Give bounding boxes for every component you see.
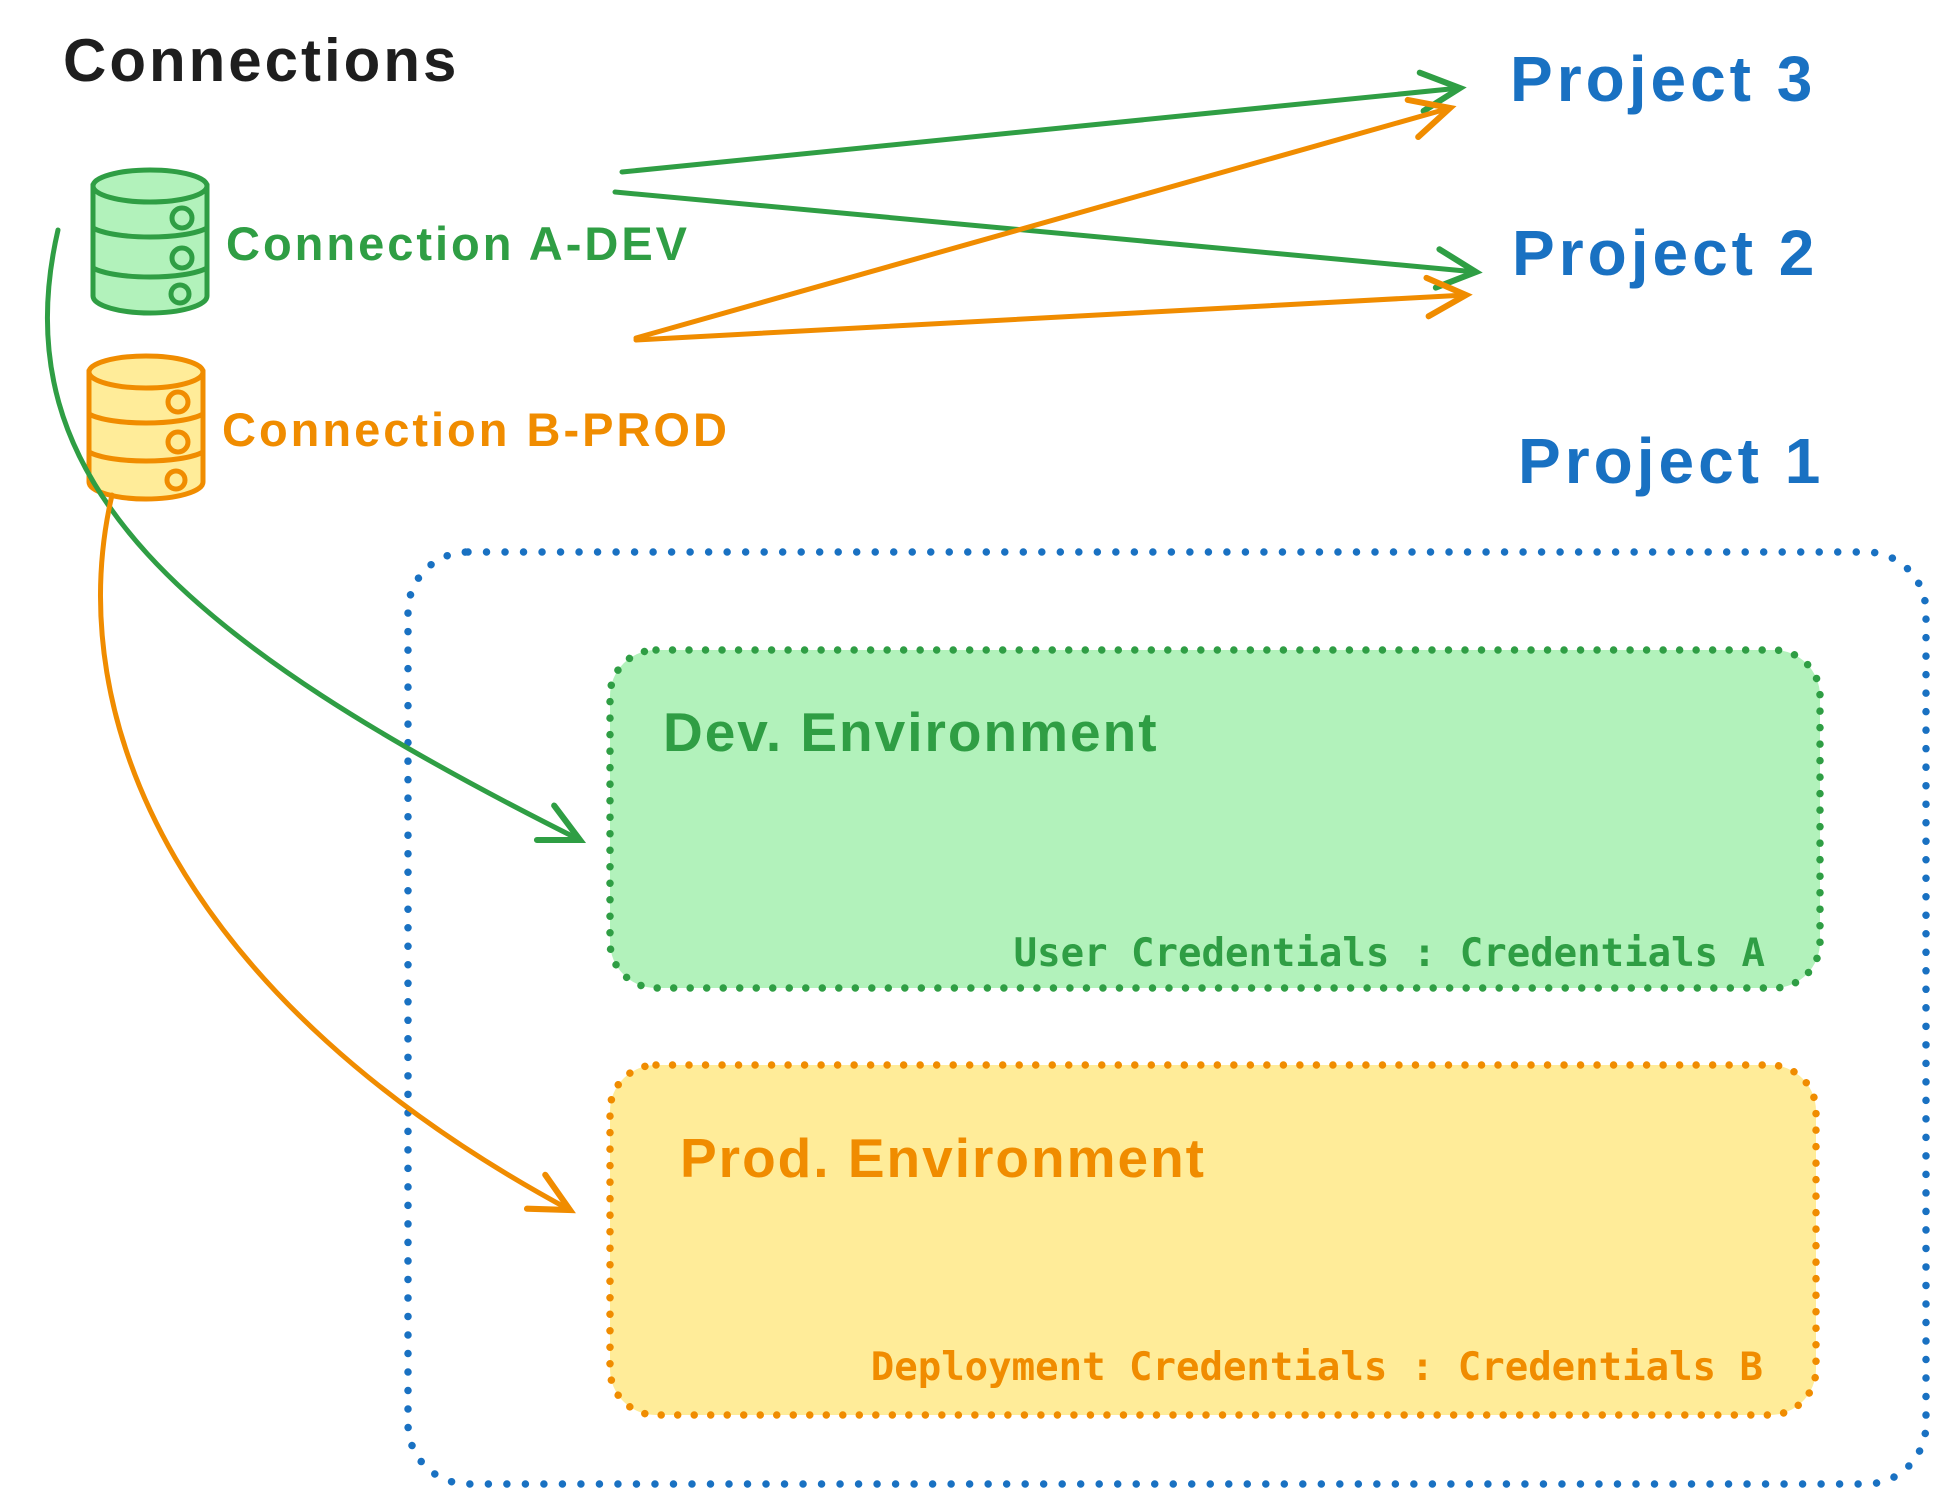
arrow-adev-to-dev-environment xyxy=(44,227,587,844)
dev-environment-box xyxy=(606,646,1824,992)
arrow-adev-to-project3 xyxy=(619,69,1467,175)
prod-environment-box xyxy=(606,1061,1820,1419)
database-icon-a-dev xyxy=(90,167,210,316)
dev-environment-title: Dev. Environment xyxy=(663,701,1159,763)
database-icon-b-prod xyxy=(86,353,206,502)
arrow-bprod-to-project2 xyxy=(633,274,1473,343)
connection-a-dev-label: Connection A-DEV xyxy=(226,217,691,270)
project1-container-box xyxy=(404,548,1930,1488)
project-1-label: Project 1 xyxy=(1518,425,1825,497)
arrow-bprod-to-prod-environment xyxy=(98,492,576,1214)
diagram-title: Connections xyxy=(63,27,460,94)
arrow-bprod-to-project3 xyxy=(633,96,1457,341)
project-2-label: Project 2 xyxy=(1512,217,1819,289)
project-3-label: Project 3 xyxy=(1510,43,1817,115)
connection-b-prod-label: Connection B-PROD xyxy=(222,403,730,456)
dev-environment-credentials: User Credentials : Credentials A xyxy=(1013,931,1765,976)
prod-environment-credentials: Deployment Credentials : Credentials B xyxy=(870,1345,1763,1390)
arrow-adev-to-project2 xyxy=(612,189,1483,291)
prod-environment-title: Prod. Environment xyxy=(680,1127,1206,1189)
